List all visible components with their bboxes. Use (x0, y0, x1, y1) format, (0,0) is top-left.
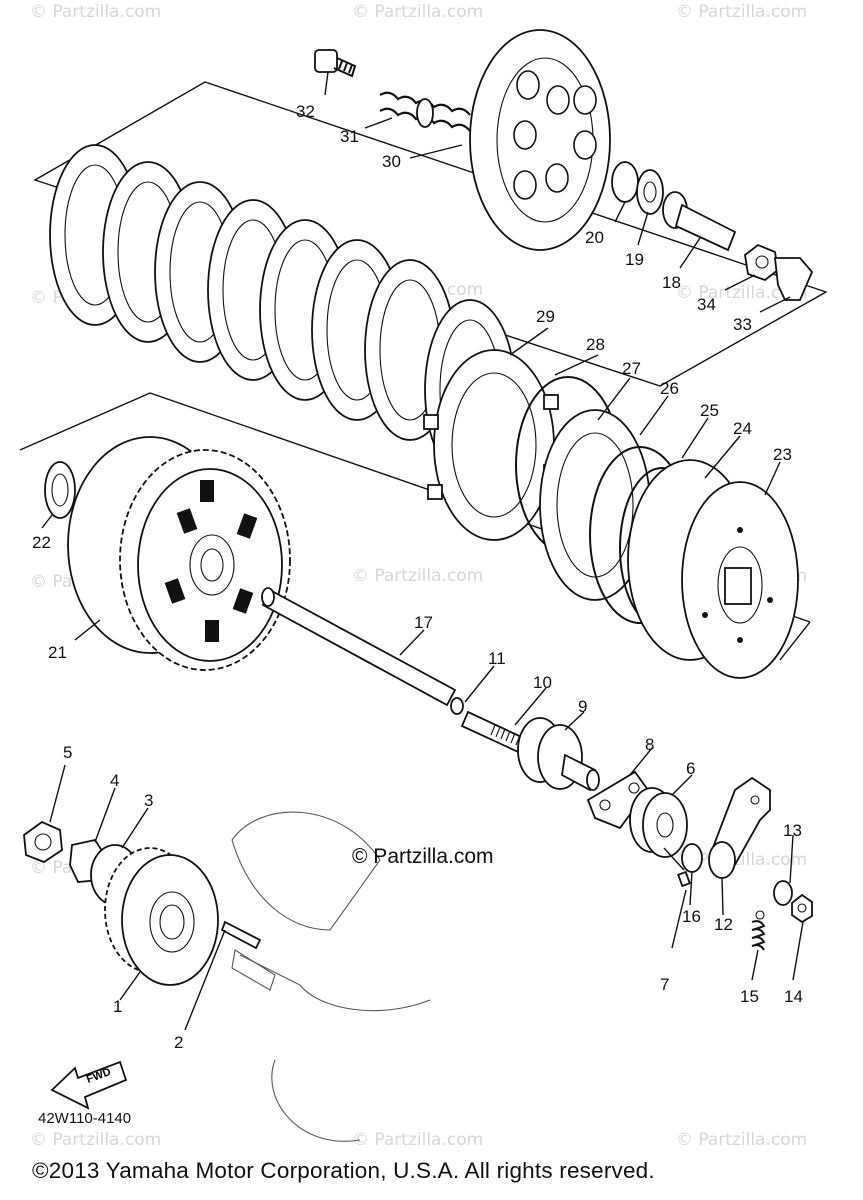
bearing-19-inner (643, 181, 657, 203)
callout-16: 16 (682, 907, 701, 926)
pressure-plate-30 (469, 29, 611, 251)
washer-20 (611, 161, 639, 203)
callout-23: 23 (773, 445, 792, 464)
callout-25: 25 (700, 401, 719, 420)
oil-seal-6 (629, 787, 688, 858)
watermark: © Partzilla.com (30, 1130, 162, 1150)
watermark: © Partzilla.com (352, 1130, 484, 1150)
callout-26: 26 (660, 379, 679, 398)
washer-13 (773, 880, 793, 906)
push-lever-shaft-17 (261, 587, 457, 707)
callout-15: 15 (740, 987, 759, 1006)
leader-lines (41, 71, 804, 1031)
watermark: © Partzilla.com (352, 566, 484, 586)
callout-32: 32 (296, 102, 315, 121)
callout-4: 4 (110, 771, 119, 790)
callout-30: 30 (382, 152, 401, 171)
drawing-code: 42W110-4140 (38, 1110, 132, 1127)
watermark: © Partzilla.com (676, 1130, 808, 1150)
seal-16 (681, 843, 703, 873)
callout-13: 13 (783, 821, 802, 840)
pin-7-leader (663, 847, 685, 871)
frame-edge (779, 621, 811, 661)
callout-9: 9 (578, 697, 587, 716)
nut-34 (744, 243, 779, 282)
push-cam-9 (517, 717, 600, 792)
push-rod-18 (662, 191, 737, 252)
key-2 (220, 920, 262, 950)
callout-28: 28 (586, 335, 605, 354)
spring-15 (751, 910, 766, 951)
callout-10: 10 (533, 673, 552, 692)
callout-11: 11 (488, 649, 506, 668)
callout-31: 31 (340, 127, 359, 146)
primary-drive-gear-1 (104, 847, 219, 986)
callout-34: 34 (697, 295, 716, 314)
center-watermark: © Partzilla.com (352, 845, 494, 868)
fwd-arrow-icon: FWD (50, 1060, 128, 1110)
clutch-housing-21 (67, 436, 291, 671)
callout-3: 3 (144, 791, 153, 810)
callout-19: 19 (625, 250, 644, 269)
copyright-notice: ©2013 Yamaha Motor Corporation, U.S.A. A… (32, 1158, 655, 1183)
callout-7: 7 (660, 975, 669, 994)
o-ring-11 (450, 697, 464, 715)
callout-2: 2 (174, 1033, 183, 1052)
callout-numbers: 1 2 3 4 5 6 7 8 9 10 11 12 13 14 15 16 1… (32, 102, 803, 1052)
clutch-spring-31 (379, 91, 471, 132)
push-lever-12 (708, 776, 771, 879)
thrust-plate-22 (44, 461, 76, 519)
clutch-boss-23 (627, 459, 799, 679)
thrust-plate-22-hole (51, 473, 69, 507)
callout-12: 12 (714, 915, 733, 934)
callout-18: 18 (662, 273, 681, 292)
callout-24: 24 (733, 419, 752, 438)
callout-17: 17 (414, 613, 433, 632)
callout-1: 1 (113, 997, 122, 1016)
lock-washer-33 (773, 257, 814, 301)
callout-8: 8 (645, 735, 654, 754)
callout-14: 14 (784, 987, 803, 1006)
bearing-19 (636, 169, 664, 215)
callout-6: 6 (686, 759, 695, 778)
nut-14 (791, 893, 813, 924)
watermark: © Partzilla.com (30, 2, 162, 22)
callout-29: 29 (536, 307, 555, 326)
callout-20: 20 (585, 228, 604, 247)
watermark: © Partzilla.com (352, 2, 484, 22)
callout-21: 21 (48, 643, 67, 662)
bolt-32 (314, 49, 357, 78)
watermark: © Partzilla.com (676, 283, 808, 303)
pin-7 (677, 870, 691, 888)
nut-5 (23, 820, 63, 864)
callout-33: 33 (733, 315, 752, 334)
callout-22: 22 (32, 533, 51, 552)
crankshaft-reference (231, 811, 431, 1142)
callout-27: 27 (622, 359, 641, 378)
watermark: © Partzilla.com (676, 2, 808, 22)
callout-5: 5 (63, 743, 72, 762)
